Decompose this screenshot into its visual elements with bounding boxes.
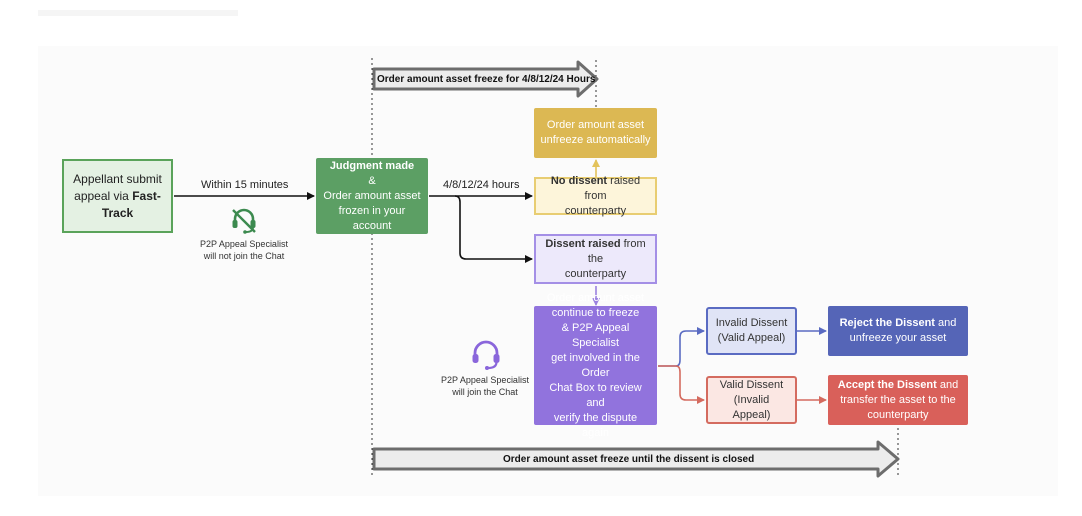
accept-line3: counterparty — [867, 408, 929, 421]
judgment-amp: & — [368, 174, 376, 187]
dissent-line2: counterparty — [564, 267, 627, 280]
valid-line2: (Invalid Appeal) — [732, 393, 771, 421]
valid-line1: Valid Dissent — [719, 378, 784, 391]
accept-line2: transfer the asset to the — [840, 393, 956, 406]
no-join-line1: P2P Appeal Specialist — [200, 239, 288, 249]
continue-line5: Chat Box to review and — [549, 381, 642, 409]
valid-dissent-box: Valid Dissent (Invalid Appeal) — [706, 376, 797, 424]
appellant-fast-track: Fast-Track — [101, 188, 161, 220]
unfreeze-line2: unfreeze automatically — [540, 134, 651, 146]
dissent-rest: from the — [587, 237, 646, 265]
continue-line3: & P2P Appeal Specialist — [561, 321, 630, 349]
invalid-line2: (Valid Appeal) — [717, 332, 786, 344]
reject-line2: unfreeze your asset — [849, 332, 947, 344]
no-join-caption: P2P Appeal Specialist will not join the … — [196, 238, 292, 262]
judgment-line1: Order amount asset — [323, 189, 421, 202]
judgment-line2: frozen in your account — [338, 204, 406, 232]
invalid-dissent-box: Invalid Dissent (Valid Appeal) — [706, 307, 797, 355]
arrow-continue-valid — [658, 365, 705, 404]
dissent-bold: Dissent raised — [545, 237, 621, 250]
top-strip — [38, 10, 238, 16]
continue-line1: Order amount asset — [546, 291, 645, 304]
top-banner-label: Order amount asset freeze for 4/8/12/24 … — [377, 74, 596, 85]
no-dissent-bold: No dissent — [550, 174, 608, 187]
continue-line6: verify the dispute again — [553, 411, 638, 439]
bottom-banner-arrow — [372, 440, 900, 478]
within-15-minutes-label: Within 15 minutes — [201, 179, 289, 191]
bottom-banner-label: Order amount asset freeze until the diss… — [503, 454, 755, 465]
dissent-raised-box: Dissent raised from the counterparty — [534, 234, 657, 284]
accept-rest: and — [936, 378, 959, 391]
join-line2: will join the Chat — [452, 387, 518, 397]
invalid-line1: Invalid Dissent — [715, 317, 788, 329]
appellant-line2-prefix: appeal via — [74, 188, 133, 203]
reject-dissent-box: Reject the Dissent and unfreeze your ass… — [828, 306, 968, 356]
no-join-line2: will not join the Chat — [203, 251, 285, 261]
appellant-line1: Appellant submit — [73, 171, 162, 186]
hours-label: 4/8/12/24 hours — [443, 179, 520, 191]
unfreeze-line1: Order amount asset — [546, 119, 645, 131]
top-banner-arrow — [372, 60, 599, 98]
continue-line2: continue to freeze — [551, 306, 640, 319]
headset-slash-icon — [232, 208, 256, 234]
headset-icon — [472, 340, 500, 370]
reject-bold: Reject the Dissent — [839, 317, 935, 329]
judgment-box: Judgment made & Order amount asset froze… — [316, 158, 428, 234]
accept-dissent-box: Accept the Dissent and transfer the asse… — [828, 375, 968, 425]
continue-freeze-box: Order amount asset continue to freeze & … — [534, 292, 657, 439]
join-caption: P2P Appeal Specialist will join the Chat — [437, 374, 533, 398]
unfreeze-box: Order amount asset unfreeze automaticall… — [534, 108, 657, 158]
continue-line4: get involved in the Order — [551, 351, 640, 379]
no-dissent-line2: counterparty — [564, 204, 627, 217]
join-line1: P2P Appeal Specialist — [441, 375, 529, 385]
no-dissent-box: No dissent raised from counterparty — [534, 174, 657, 217]
arrow-continue-invalid — [658, 327, 705, 367]
no-dissent-rest: raised from — [584, 174, 641, 202]
arrow-judgment-dissent — [454, 195, 533, 263]
accept-bold: Accept the Dissent — [837, 378, 937, 391]
appellant-box: Appellant submit appeal via Fast-Track — [62, 159, 173, 233]
judgment-title: Judgment made — [329, 159, 415, 172]
reject-rest: and — [934, 317, 957, 329]
